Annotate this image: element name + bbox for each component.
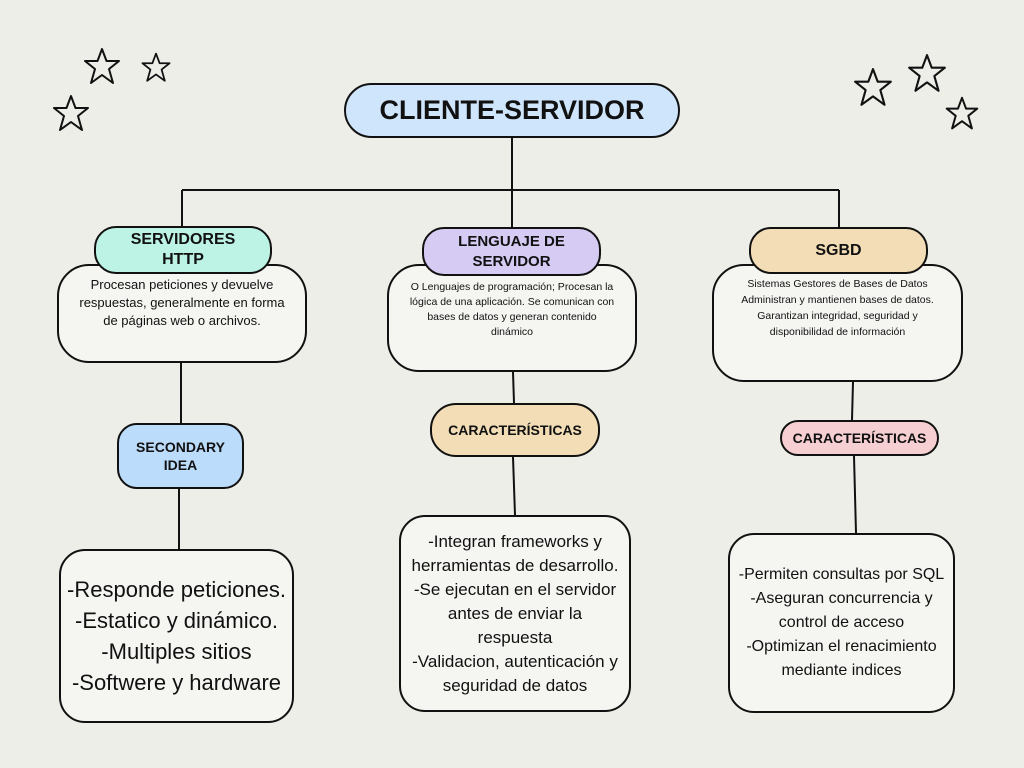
sgbd-characteristics-node: CARACTERÍSTICAS: [780, 420, 939, 456]
star-icon: [908, 54, 946, 92]
secondary-idea-label: SECONDARY IDEA: [136, 439, 225, 473]
lang-description: O Lenguajes de programación; Procesan la…: [409, 281, 615, 338]
list-item: -Integran frameworks y herramientas de d…: [411, 531, 619, 575]
lang-items-box: -Integran frameworks y herramientas de d…: [399, 515, 631, 712]
list-item: -Optimizan el renacimiento mediante indi…: [746, 638, 937, 679]
star-icon: [141, 52, 171, 82]
branch-http-label: SERVIDORES HTTP: [130, 231, 236, 268]
lang-characteristics-node: CARACTERÍSTICAS: [430, 403, 600, 457]
star-icon: [84, 48, 120, 84]
sgbd-description: Sistemas Gestores de Bases de Datos Admi…: [741, 278, 934, 338]
branch-sgbd-label: SGBD: [815, 241, 862, 259]
http-description-box: Procesan peticiones y devuelve respuesta…: [57, 264, 307, 363]
star-icon: [53, 95, 89, 131]
sgbd-items-box: -Permiten consultas por SQL -Aseguran co…: [728, 533, 955, 713]
sgbd-characteristics-label: CARACTERÍSTICAS: [792, 430, 927, 446]
title-text: CLIENTE-SERVIDOR: [379, 95, 645, 125]
star-icon: [854, 68, 892, 106]
list-item: -Permiten consultas por SQL: [738, 566, 945, 583]
list-item: -Estatico y dinámico.: [75, 608, 278, 633]
list-item: -Softwere y hardware: [71, 670, 282, 695]
http-items-box: -Responde peticiones. -Estatico y dinámi…: [59, 549, 294, 723]
list-item: -Responde peticiones.: [67, 577, 286, 602]
branch-http-node: SERVIDORES HTTP: [94, 226, 272, 274]
list-item: -Validacion, autenticación y seguridad d…: [412, 651, 618, 695]
lang-characteristics-label: CARACTERÍSTICAS: [448, 422, 582, 438]
title-node: CLIENTE-SERVIDOR: [344, 83, 680, 138]
list-item: -Multiples sitios: [101, 639, 252, 664]
branch-lang-label: LENGUAJE DE SERVIDOR: [458, 232, 565, 270]
list-item: -Se ejecutan en el servidor antes de env…: [413, 579, 617, 647]
branch-lang-node: LENGUAJE DE SERVIDOR: [422, 227, 601, 276]
star-icon: [945, 96, 979, 130]
secondary-idea-node: SECONDARY IDEA: [117, 423, 244, 489]
http-description: Procesan peticiones y devuelve respuesta…: [79, 277, 285, 328]
list-item: -Aseguran concurrencia y control de acce…: [750, 590, 933, 631]
sgbd-description-box: Sistemas Gestores de Bases de Datos Admi…: [712, 264, 963, 382]
branch-sgbd-node: SGBD: [749, 227, 928, 274]
lang-description-box: O Lenguajes de programación; Procesan la…: [387, 264, 637, 372]
